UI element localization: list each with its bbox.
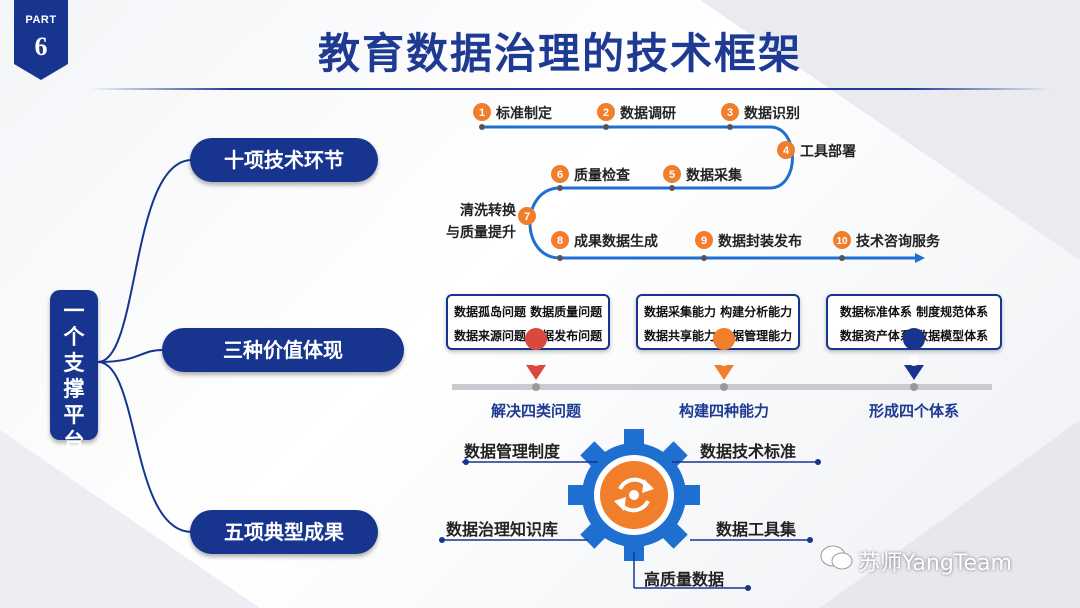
part-number: 6: [34, 32, 48, 61]
value-card-1-row2: 数据来源问题 数据发布问题: [454, 329, 603, 343]
page-title: 教育数据治理的技术框架: [317, 29, 802, 78]
value-card-2: 数据采集能力 构建分析能力 数据共享能力 数据管理能力: [636, 294, 800, 350]
branch-tech-label: 十项技术环节: [224, 148, 344, 172]
value-label-1: 解决四类问题: [490, 402, 581, 420]
branch-tech-pill: 十项技术环节: [190, 138, 378, 182]
gear-icon: [568, 429, 700, 561]
svg-text:3: 3: [727, 107, 733, 119]
value-label-3: 形成四个体系: [868, 402, 959, 420]
step-marker-1: 1: [473, 103, 491, 130]
step-label-6: 质量检查: [574, 168, 630, 184]
step-label-1: 标准制定: [496, 106, 552, 122]
result-label-5: 高质量数据: [644, 570, 725, 589]
wechat-icon: [820, 545, 853, 570]
step-marker-7: 7: [518, 207, 536, 225]
value-label-2: 构建四种能力: [678, 402, 769, 420]
watermark-text: 苏师YangTeam: [858, 551, 1012, 576]
result-label-2: 数据技术标准: [700, 442, 797, 461]
step-label-4: 工具部署: [800, 144, 856, 160]
svg-text:7: 7: [524, 211, 530, 223]
step-label-9: 数据封装发布: [718, 234, 802, 250]
svg-text:5: 5: [669, 169, 675, 181]
step-marker-5: 5: [663, 165, 681, 191]
step-label-7: 清洗转换 与质量提升: [424, 200, 516, 244]
step-marker-6: 6: [551, 165, 569, 191]
svg-text:1: 1: [479, 107, 485, 119]
branch-value-pill: 三种价值体现: [162, 328, 404, 372]
step-marker-2: 2: [597, 103, 615, 130]
step-label-2: 数据调研: [620, 106, 676, 122]
svg-text:8: 8: [557, 235, 563, 247]
svg-text:2: 2: [603, 107, 609, 119]
step-marker-9: 9: [695, 231, 713, 261]
value-card-2-row2: 数据共享能力 数据管理能力: [644, 329, 793, 343]
step-marker-3: 3: [721, 103, 739, 130]
step-label-7-line2: 与质量提升: [446, 225, 516, 241]
result-label-4: 数据工具集: [716, 520, 797, 539]
value-card-3: 数据标准体系 制度规范体系 数据资产体系 数据模型体系: [826, 294, 1002, 350]
svg-text:4: 4: [783, 145, 790, 157]
svg-text:9: 9: [701, 235, 707, 247]
platform-box: 一个支撑平台: [50, 290, 98, 453]
branch-results-pill: 五项典型成果: [190, 510, 378, 554]
step-label-10: 技术咨询服务: [856, 234, 940, 250]
result-label-1: 数据管理制度: [464, 442, 561, 461]
step-marker-8: 8: [551, 231, 569, 261]
part-label: PART: [25, 14, 57, 26]
branch-value-label: 三种价值体现: [223, 338, 343, 362]
title-underline: [90, 88, 1050, 90]
platform-label: 一个支撑平台: [63, 299, 85, 453]
step-label-5: 数据采集: [686, 168, 742, 184]
value-card-3-row2: 数据资产体系 数据模型体系: [839, 329, 989, 343]
svg-text:6: 6: [557, 169, 563, 181]
value-card-1-row1: 数据孤岛问题 数据质量问题: [454, 305, 603, 319]
branch-results-label: 五项典型成果: [224, 520, 344, 544]
value-card-2-row1: 数据采集能力 构建分析能力: [644, 305, 793, 319]
step-label-8: 成果数据生成: [574, 234, 658, 250]
svg-text:10: 10: [836, 236, 848, 247]
step-label-3: 数据识别: [744, 106, 800, 122]
step-marker-10: 10: [833, 231, 851, 261]
part-badge: [14, 0, 68, 80]
step-marker-4: 4: [777, 141, 795, 159]
value-card-3-row1: 数据标准体系 制度规范体系: [839, 305, 989, 319]
value-card-1: 数据孤岛问题 数据质量问题 数据来源问题 数据发布问题: [446, 294, 610, 350]
result-label-3: 数据治理知识库: [446, 520, 559, 539]
step-label-7-line1: 清洗转换: [460, 203, 516, 219]
